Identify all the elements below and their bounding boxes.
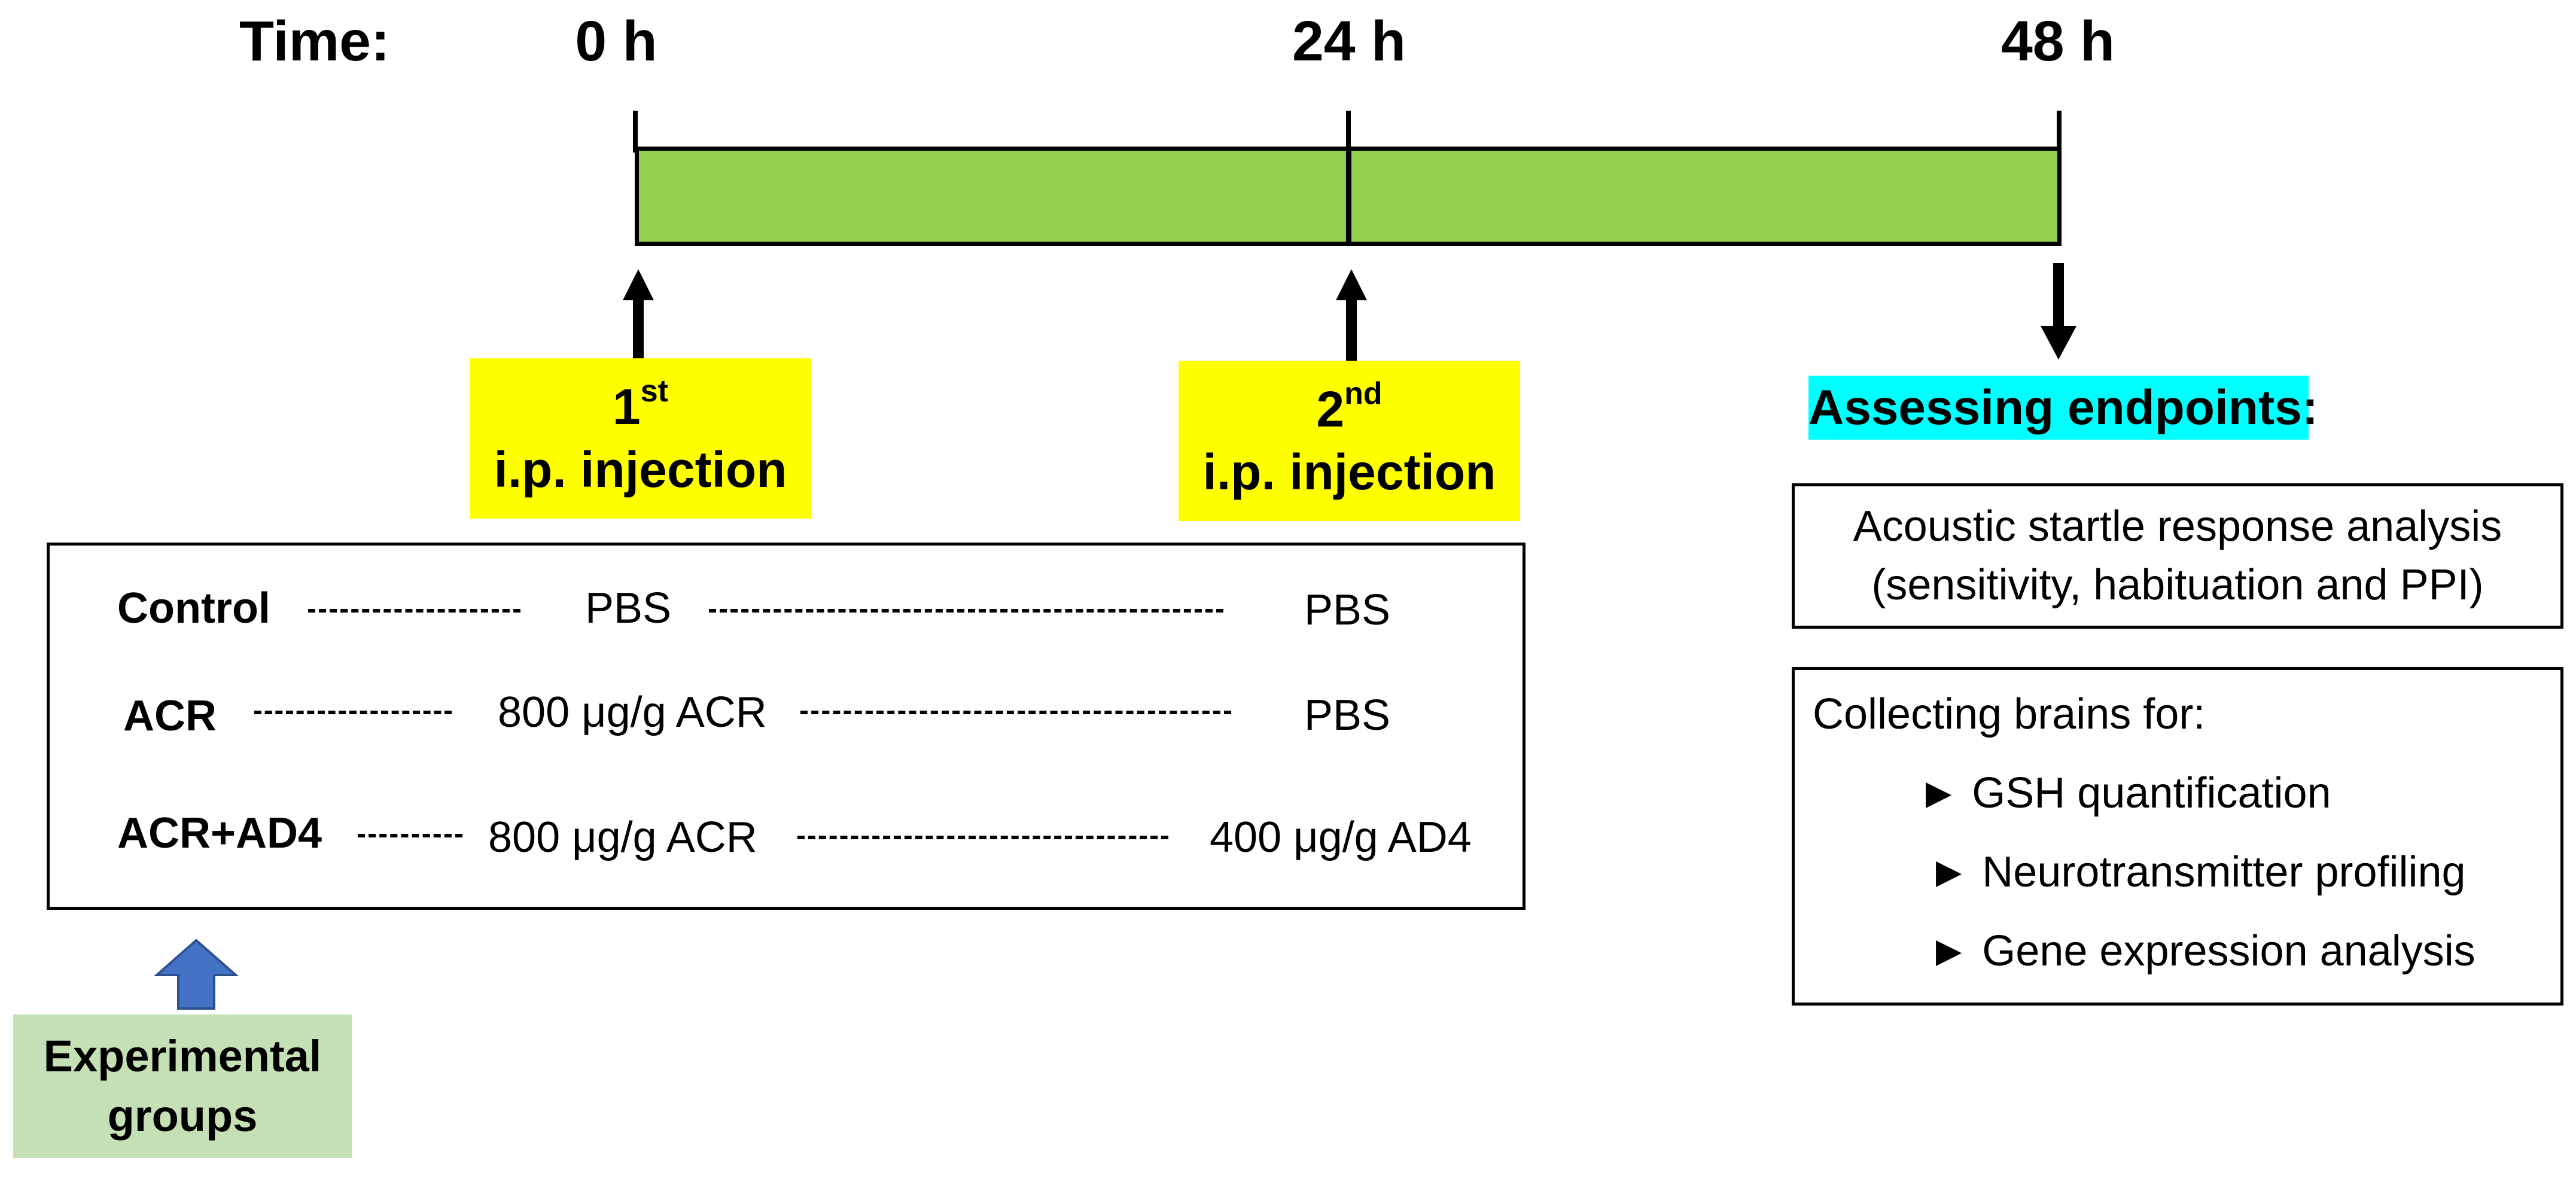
dashed-connector — [709, 609, 1223, 613]
triangle-bullet-icon: ► — [1928, 927, 1971, 975]
block-arrow-up-icon — [154, 939, 238, 1010]
list-item-text: Gene expression analysis — [1982, 927, 2475, 975]
dashed-connector — [358, 834, 462, 837]
acr-ad4-first-dose: 800 μg/g ACR — [488, 814, 757, 861]
control-second-dose: PBS — [1304, 586, 1391, 634]
list-item-text: Neurotransmitter profiling — [1982, 848, 2466, 896]
experimental-groups-label: Experimental groups — [13, 1015, 352, 1158]
second-injection-text: i.p. injection — [1202, 444, 1496, 500]
first-injection-number: 1 — [613, 379, 641, 435]
experimental-groups-box — [47, 543, 1525, 910]
tick-mark-48h — [2057, 111, 2062, 153]
second-injection-number: 2 — [1316, 381, 1345, 437]
experimental-groups-line2: groups — [107, 1091, 258, 1141]
triangle-bullet-icon: ► — [1917, 769, 1960, 817]
dashed-connector — [254, 711, 452, 714]
group-name-acr: ACR — [123, 692, 217, 740]
assessing-endpoints-title: Assessing endpoints: — [1808, 376, 2318, 440]
tick-label-24h: 24 h — [1292, 10, 1406, 73]
acr-first-dose: 800 μg/g ACR — [498, 688, 767, 736]
triangle-bullet-icon: ► — [1928, 848, 1971, 896]
experimental-groups-line1: Experimental — [43, 1031, 322, 1081]
first-injection-text: i.p. injection — [494, 441, 787, 498]
startle-analysis-box: Acoustic startle response analysis (sens… — [1792, 483, 2563, 629]
acr-ad4-second-dose: 400 μg/g AD4 — [1210, 814, 1472, 861]
tick-label-48h: 48 h — [2000, 10, 2115, 73]
time-label: Time: — [239, 10, 390, 73]
control-first-dose: PBS — [585, 584, 672, 632]
startle-line2: (sensitivity, habituation and PPI) — [1871, 560, 2484, 609]
startle-line1: Acoustic startle response analysis — [1853, 502, 2502, 551]
tick-mark-24h — [1346, 111, 1351, 153]
dashed-connector — [800, 711, 1231, 714]
list-item: ► Neurotransmitter profiling — [1928, 843, 2466, 901]
collecting-brains-heading: Collecting brains for: — [1813, 690, 2206, 738]
group-name-control: Control — [117, 584, 270, 632]
tick-mark-0h — [633, 111, 638, 153]
collecting-brains-box: Collecting brains for: ► GSH quantificat… — [1792, 667, 2563, 1006]
tick-label-0h: 0 h — [575, 10, 657, 73]
first-injection-box: 1st i.p. injection — [470, 358, 811, 519]
list-item: ► GSH quantification — [1917, 764, 2331, 822]
dashed-connector — [797, 836, 1168, 839]
dashed-connector — [308, 609, 520, 613]
arrow-down-icon — [2041, 263, 2076, 360]
group-name-acr-ad4: ACR+AD4 — [117, 809, 322, 857]
second-injection-box: 2nd i.p. injection — [1179, 361, 1520, 521]
second-injection-ordinal: nd — [1344, 376, 1383, 411]
first-injection-ordinal: st — [640, 374, 668, 409]
arrow-up-icon — [623, 269, 654, 366]
timeline-midpoint-divider — [1346, 147, 1351, 246]
list-item-text: GSH quantification — [1972, 769, 2331, 817]
arrow-up-icon — [1336, 269, 1367, 366]
list-item: ► Gene expression analysis — [1928, 922, 2475, 980]
acr-second-dose: PBS — [1304, 691, 1391, 739]
